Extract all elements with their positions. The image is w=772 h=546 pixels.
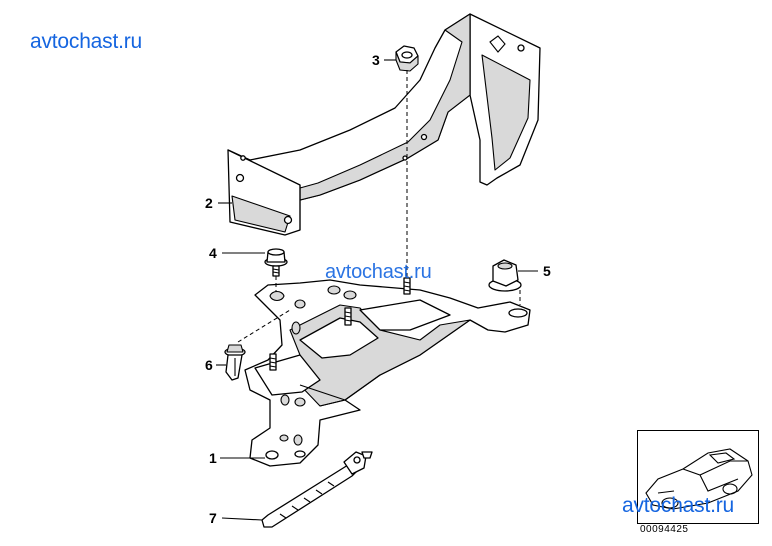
watermark-top: avtochast.ru [30, 30, 142, 53]
callout-5: 5 [543, 263, 551, 279]
car-silhouette-icon [645, 448, 753, 510]
callout-3: 3 [372, 52, 380, 68]
reference-number: 00094425 [640, 524, 689, 535]
leader-lines [216, 59, 538, 521]
callout-1: 1 [209, 450, 217, 466]
expanding-rivet[interactable] [224, 344, 246, 381]
flange-bolt[interactable] [264, 248, 288, 277]
alignment-lines [237, 70, 521, 343]
watermark-middle: avtochast.ru [325, 261, 432, 283]
mounting-plate[interactable] [244, 277, 531, 467]
callout-4: 4 [209, 245, 217, 261]
collar-nut[interactable] [488, 259, 522, 292]
callout-7: 7 [209, 510, 217, 526]
hex-nut[interactable] [395, 45, 419, 72]
support-bracket[interactable] [227, 13, 541, 236]
cable-tie[interactable] [261, 451, 373, 528]
watermark-bottom: avtochast.ru [622, 494, 734, 517]
callout-2: 2 [205, 195, 213, 211]
callout-6: 6 [205, 357, 213, 373]
vehicle-thumbnail [637, 430, 759, 524]
